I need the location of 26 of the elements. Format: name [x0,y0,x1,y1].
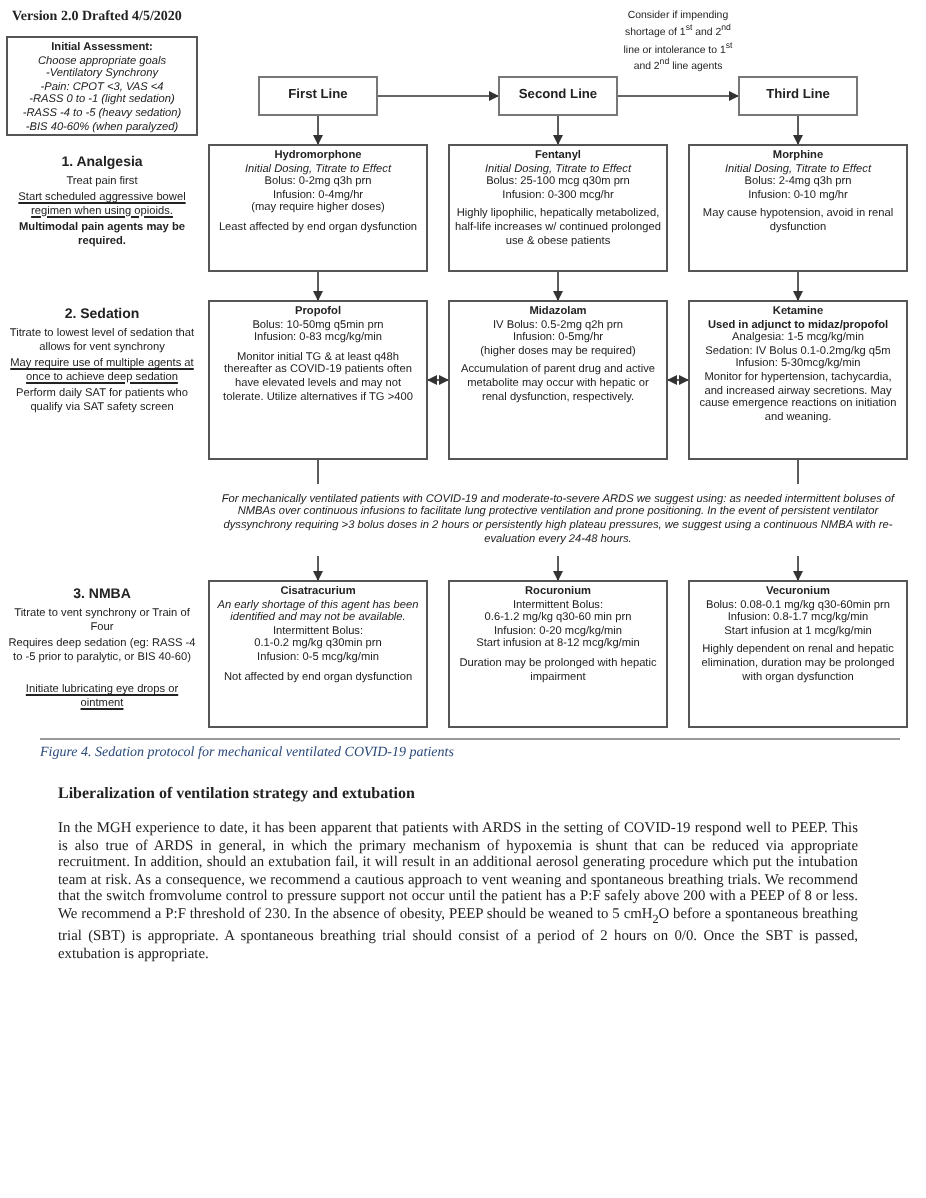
arrow [553,271,563,301]
process-box [208,580,428,728]
arrow [553,555,563,581]
arrow [313,271,323,301]
arrow [667,375,689,385]
section-heading: Liberalization of ventilation strategy and extubation [58,784,417,803]
process-box [208,144,428,272]
process-box [688,300,908,460]
process-box [448,144,668,272]
process-box [208,300,428,460]
arrow [793,555,803,581]
process-box [688,144,908,272]
arrow [793,271,803,301]
connector-line [317,459,319,485]
arrow [313,555,323,581]
connector-line [797,459,799,485]
process-box [448,300,668,460]
process-box [688,580,908,728]
process-box [6,36,198,136]
arrow [553,115,563,145]
arrow [377,91,499,101]
arrow [313,115,323,145]
process-box [448,580,668,728]
arrow [427,375,449,385]
arrow [617,91,739,101]
arrow [793,115,803,145]
